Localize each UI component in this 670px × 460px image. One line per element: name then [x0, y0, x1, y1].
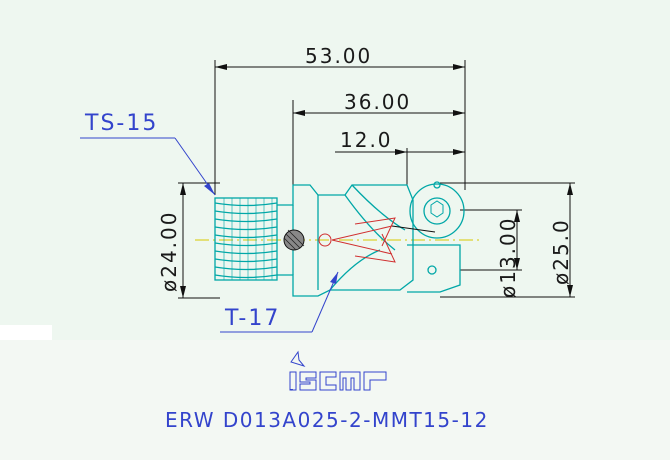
brand-logo-text: iscar: [290, 388, 293, 391]
dim-overall-length: 53.00: [215, 44, 465, 70]
dim-cutting-diameter-text: ø25.0: [549, 218, 573, 285]
dim-neck-diameter: ø13.00: [460, 209, 522, 299]
section-lines: [318, 217, 436, 263]
dim-head-length-text: 12.0: [340, 128, 393, 152]
tool-collar: [277, 184, 414, 297]
dim-neck-diameter-text: ø13.00: [496, 217, 520, 299]
extension-lines: [214, 60, 466, 195]
dim-thread-diameter: ø24.00: [157, 182, 220, 299]
callout-thread: TS-15: [80, 111, 216, 196]
dim-cutting-diameter: ø25.0: [440, 182, 575, 298]
dim-body-length-text: 36.00: [344, 90, 411, 114]
callout-key-text: T-17: [224, 306, 280, 331]
dim-head-length: 12.0: [335, 128, 465, 155]
title-panel: [0, 340, 670, 460]
dim-body-length: 36.00: [293, 90, 465, 116]
callout-key: T-17: [220, 271, 339, 333]
insert-screw: [423, 197, 451, 225]
key-socket: [283, 229, 305, 251]
threaded-shank: [214, 197, 278, 281]
product-code: ERW D013A025-2-MMT15-12: [165, 408, 489, 432]
insert-pocket: [409, 183, 465, 239]
dim-overall-length-text: 53.00: [305, 44, 372, 68]
thread-teeth: [214, 198, 278, 280]
callout-thread-text: TS-15: [84, 111, 158, 136]
brand-logo: iscar: [289, 350, 387, 392]
drawing-panel-left: [0, 0, 52, 325]
dim-thread-diameter-text: ø24.00: [157, 211, 181, 293]
